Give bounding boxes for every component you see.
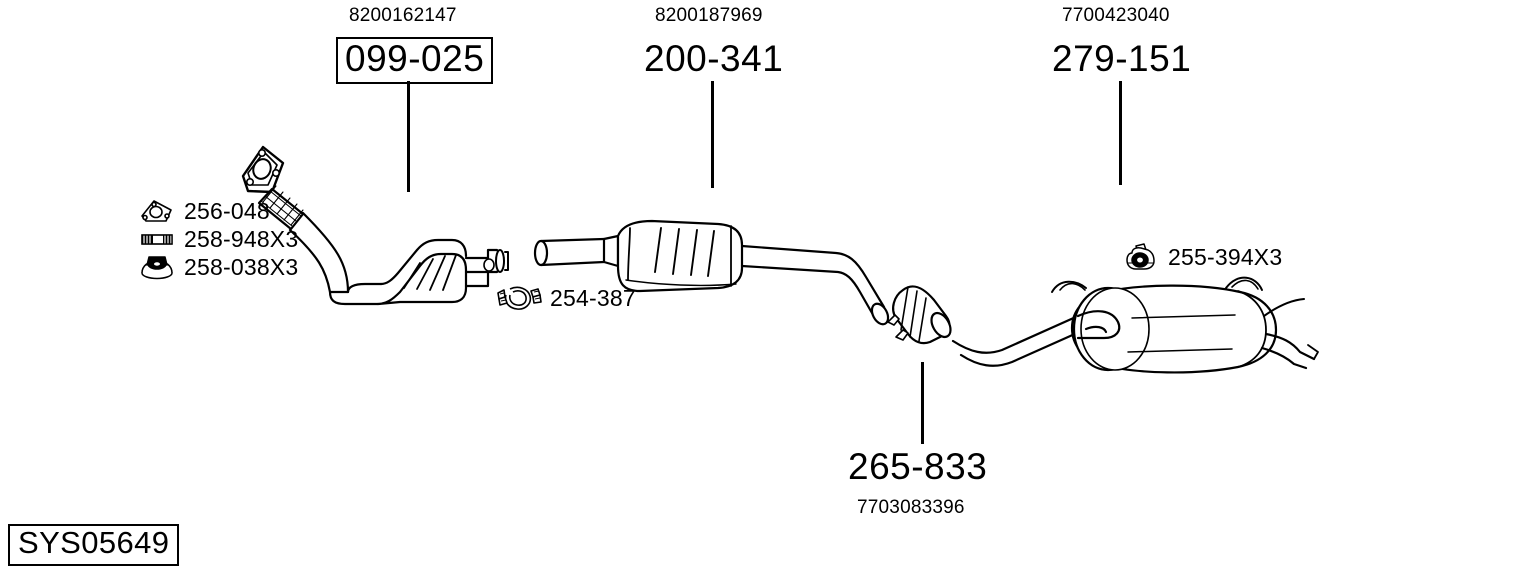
oe-number-flexible-connector: 7703083396 <box>857 497 965 518</box>
hardware-label-nut: 258-038X3 <box>184 253 299 280</box>
part-number-rear-silencer[interactable]: 279-151 <box>1052 38 1192 79</box>
front-pipe-catalyst-art <box>241 145 509 306</box>
mounting-row[interactable]: 255-394X3 <box>1122 241 1282 273</box>
hardware-row-gasket[interactable]: 256-048 <box>134 198 298 224</box>
hardware-row-nut[interactable]: 258-038X3 <box>134 254 298 280</box>
mounting-label: 255-394X3 <box>1168 243 1283 270</box>
leader-line-rear-silencer <box>1119 81 1122 185</box>
oe-number-rear-silencer: 7700423040 <box>1062 5 1170 26</box>
clamp-label: 254-387 <box>550 284 636 311</box>
rear-silencer-art <box>951 276 1319 374</box>
hardware-label-stud-bolt: 258-948X3 <box>184 225 299 252</box>
clamp-row[interactable]: 254-387 <box>494 283 636 313</box>
pipe-clamp-icon <box>494 283 544 313</box>
part-number-front-pipe-catalyst[interactable]: 099-025 <box>336 37 494 84</box>
hardware-label-gasket: 256-048 <box>184 197 270 224</box>
leader-line-flexible-connector <box>921 362 924 444</box>
hardware-list: 256-048 258-948X3 <box>134 198 298 280</box>
oe-number-front-pipe-catalyst: 8200162147 <box>349 5 457 26</box>
system-code-badge[interactable]: SYS05649 <box>8 524 180 566</box>
flexible-connector-art <box>887 285 952 345</box>
stud-bolt-icon <box>134 226 180 252</box>
leader-line-front-pipe-catalyst <box>407 81 410 192</box>
flange-nut-icon <box>134 254 180 280</box>
part-number-centre-silencer[interactable]: 200-341 <box>644 38 784 79</box>
triangular-flange-gasket-icon <box>134 198 180 224</box>
oe-number-centre-silencer: 8200187969 <box>655 5 763 26</box>
part-number-flexible-connector[interactable]: 265-833 <box>848 446 988 487</box>
rubber-mount-icon <box>1122 241 1162 273</box>
centre-silencer-art <box>533 219 890 326</box>
leader-line-centre-silencer <box>711 81 714 188</box>
hardware-row-stud-bolt[interactable]: 258-948X3 <box>134 226 298 252</box>
